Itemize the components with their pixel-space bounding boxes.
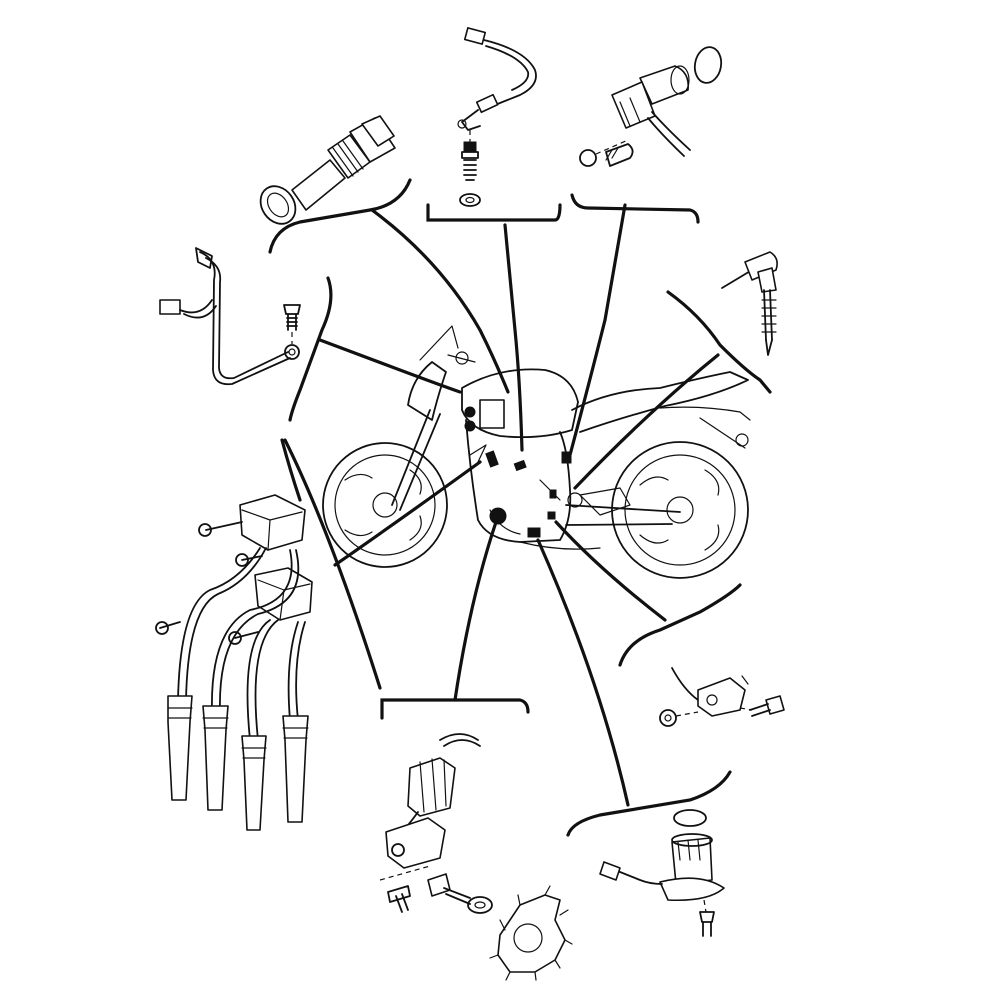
speed-sensor bbox=[579, 46, 723, 167]
engine-outline bbox=[465, 419, 572, 543]
fuel-tank bbox=[461, 368, 579, 439]
marker-neutral bbox=[549, 489, 557, 499]
callout-brackets bbox=[268, 178, 772, 837]
ecu-marker bbox=[479, 399, 505, 429]
marker-coil bbox=[485, 450, 499, 468]
marker-wire bbox=[513, 459, 527, 472]
ground-lead bbox=[159, 247, 301, 386]
neutral-switch bbox=[659, 667, 785, 727]
headlight-cowl bbox=[407, 361, 447, 421]
seat bbox=[571, 371, 749, 433]
oil-level-sensor bbox=[599, 809, 725, 937]
front-fork bbox=[391, 409, 441, 511]
rear-wheel bbox=[611, 441, 749, 579]
marker-dot bbox=[464, 406, 476, 418]
swingarm bbox=[565, 504, 681, 526]
leader-lines bbox=[283, 203, 720, 807]
front-wheel bbox=[322, 442, 448, 568]
marker-oil bbox=[547, 511, 556, 520]
marker-dot bbox=[464, 420, 476, 432]
motorcycle-illustration bbox=[322, 325, 751, 579]
marker-speed bbox=[561, 451, 572, 464]
pickup-coil bbox=[379, 733, 573, 981]
coolant-temperature-sensor bbox=[259, 115, 396, 225]
lean-angle-probe bbox=[721, 251, 778, 356]
marker-pickup bbox=[489, 507, 507, 525]
sensor-wire-lead bbox=[457, 27, 537, 207]
marker-oil-level bbox=[527, 527, 541, 538]
ignition-coils bbox=[155, 494, 313, 831]
